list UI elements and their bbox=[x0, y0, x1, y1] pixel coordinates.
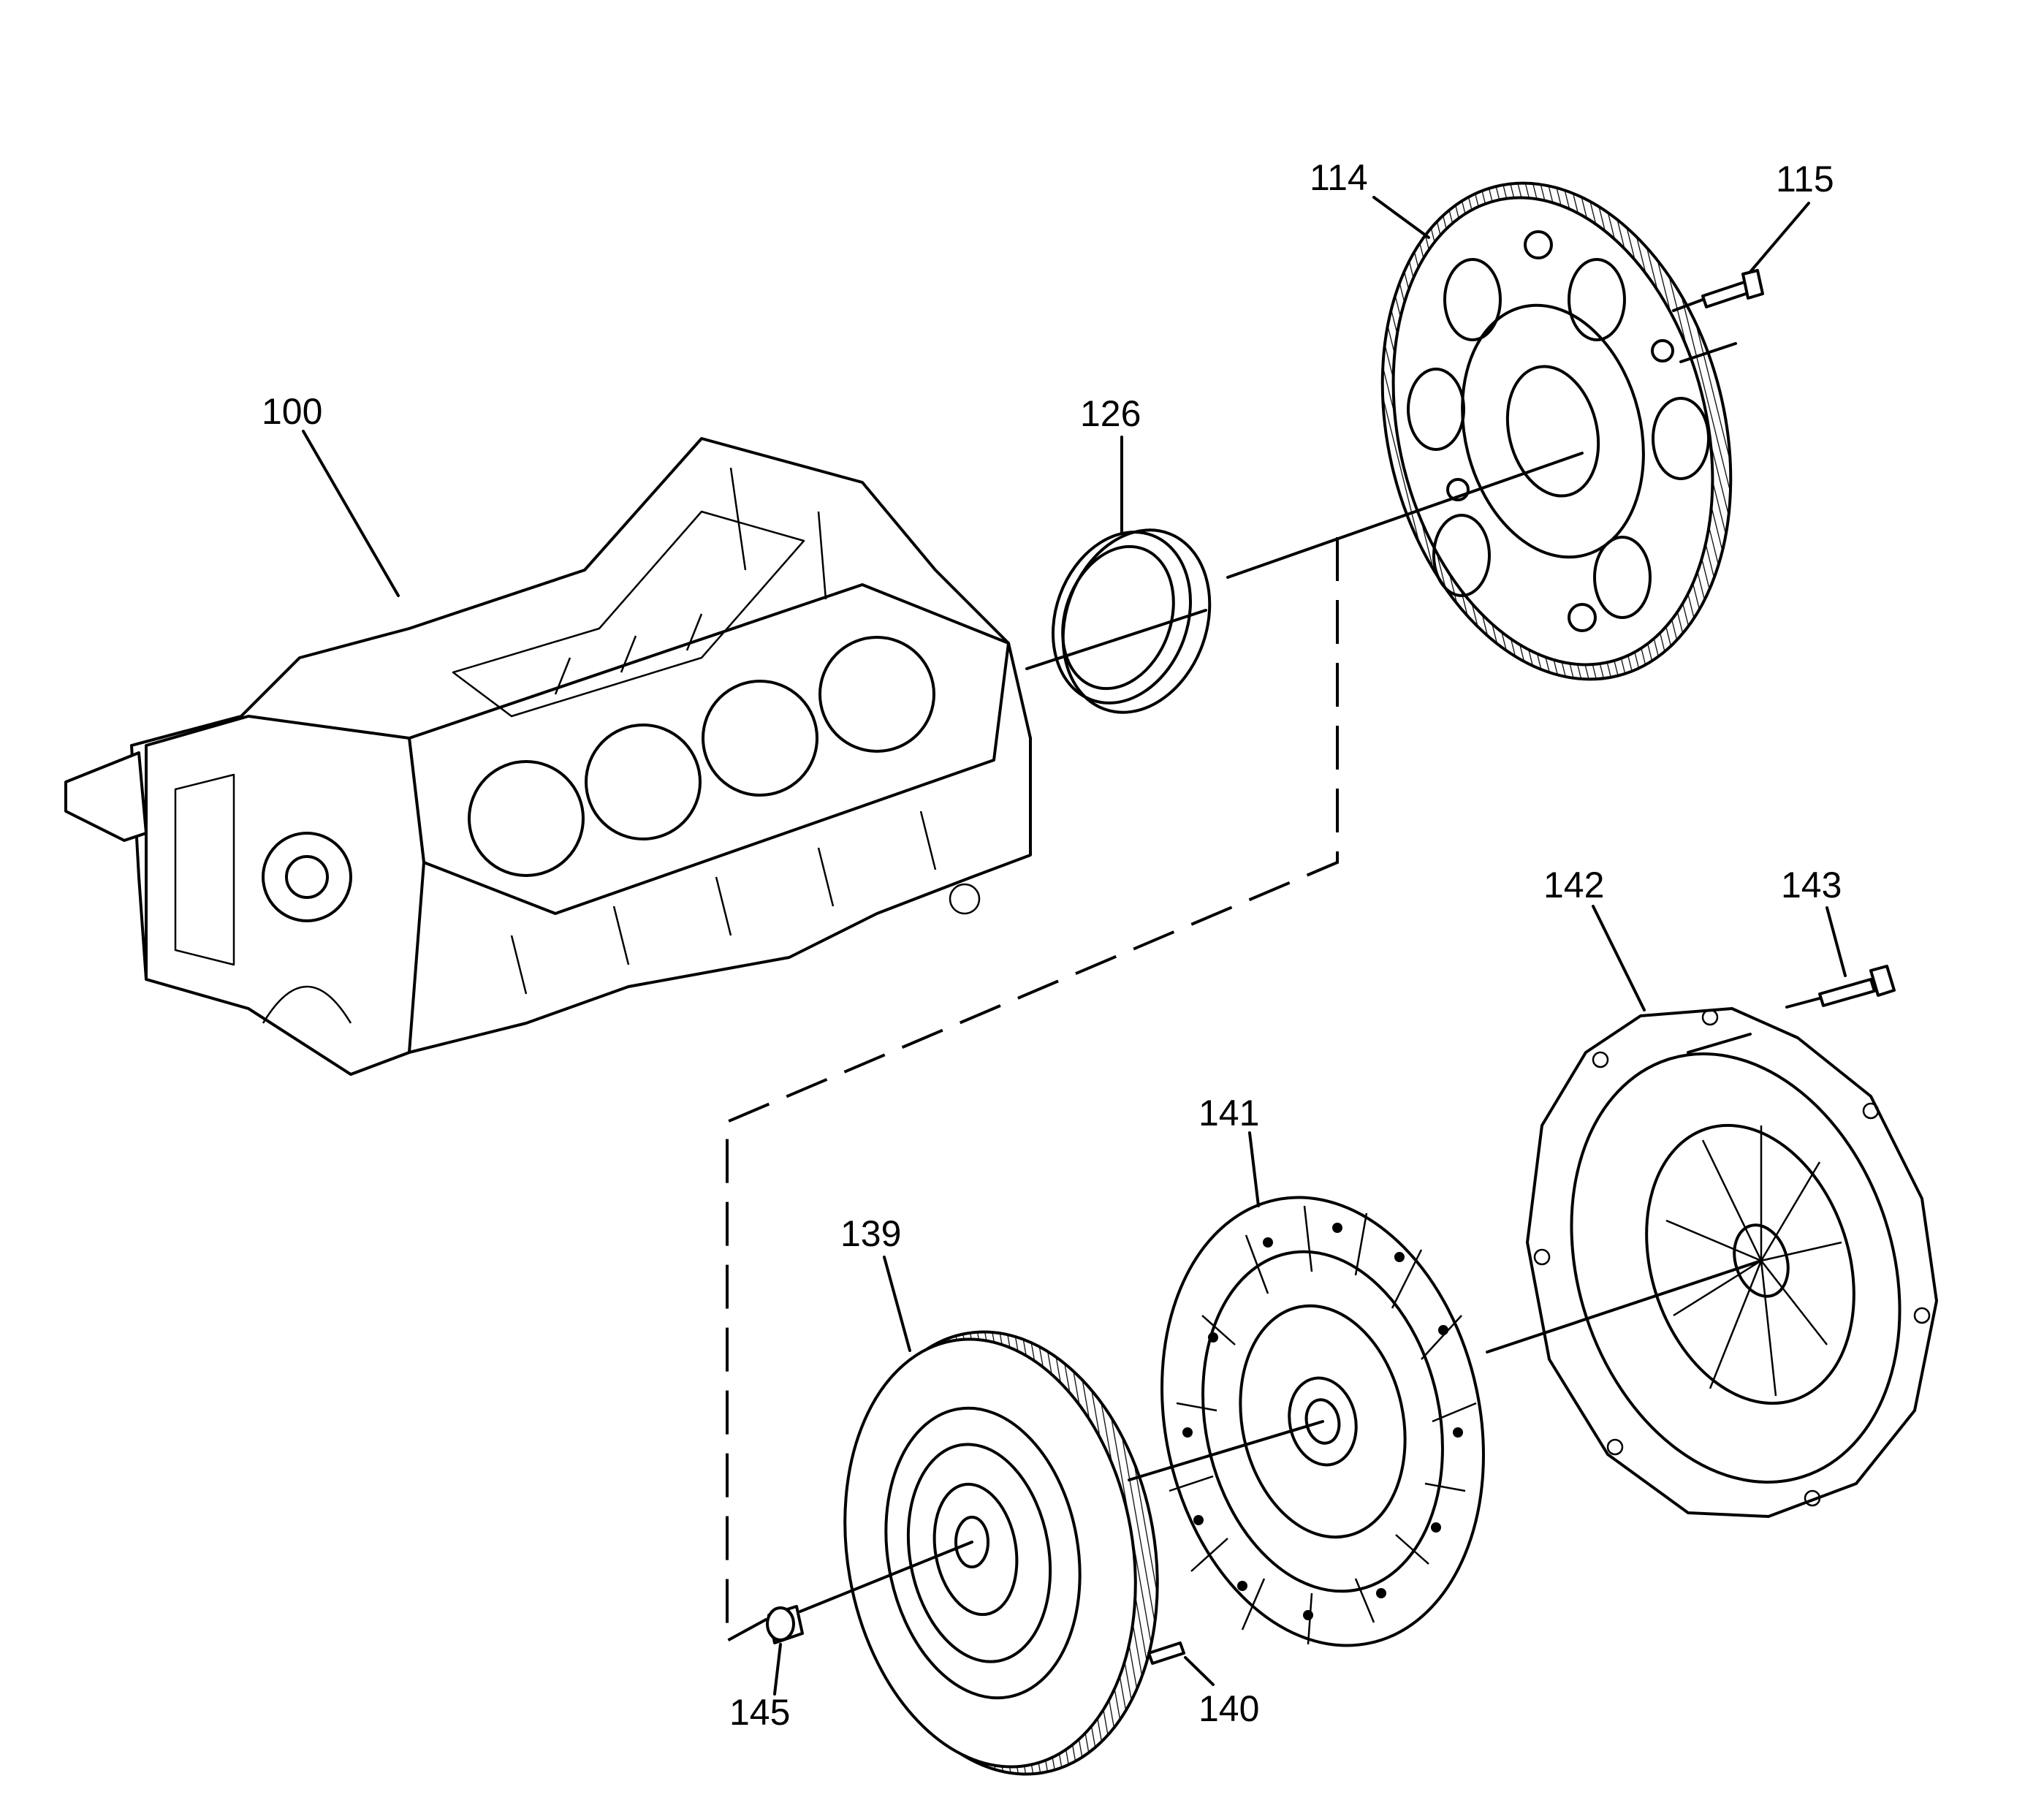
callout-141: 141 bbox=[1198, 1093, 1259, 1134]
engine-block bbox=[64, 437, 1032, 1076]
callout-142: 142 bbox=[1543, 865, 1604, 906]
callout-115: 115 bbox=[1776, 159, 1834, 200]
assembly-centerlines bbox=[799, 452, 1763, 1613]
flexplate-bolt bbox=[1672, 269, 1764, 363]
alignment-dashed-line bbox=[726, 537, 1339, 1644]
dowel-pin bbox=[1147, 1641, 1185, 1665]
pilot-bushing bbox=[766, 1605, 804, 1644]
callout-labels: 100 114 115 126 139 140 141 142 143 145 bbox=[262, 157, 1842, 1733]
callout-126: 126 bbox=[1080, 393, 1141, 434]
leader-lines bbox=[302, 196, 1847, 1696]
callout-139: 139 bbox=[840, 1213, 901, 1254]
pressure-plate-bolt bbox=[1785, 965, 1896, 1009]
callout-140: 140 bbox=[1198, 1688, 1259, 1729]
callout-145: 145 bbox=[729, 1692, 790, 1733]
flywheel bbox=[843, 1330, 1159, 1776]
callout-143: 143 bbox=[1781, 865, 1842, 906]
flexplate bbox=[1380, 181, 1733, 681]
callout-114: 114 bbox=[1310, 157, 1368, 198]
pressure-plate bbox=[1526, 1007, 1938, 1518]
rear-main-seal bbox=[1051, 528, 1212, 714]
callout-100: 100 bbox=[262, 391, 322, 432]
